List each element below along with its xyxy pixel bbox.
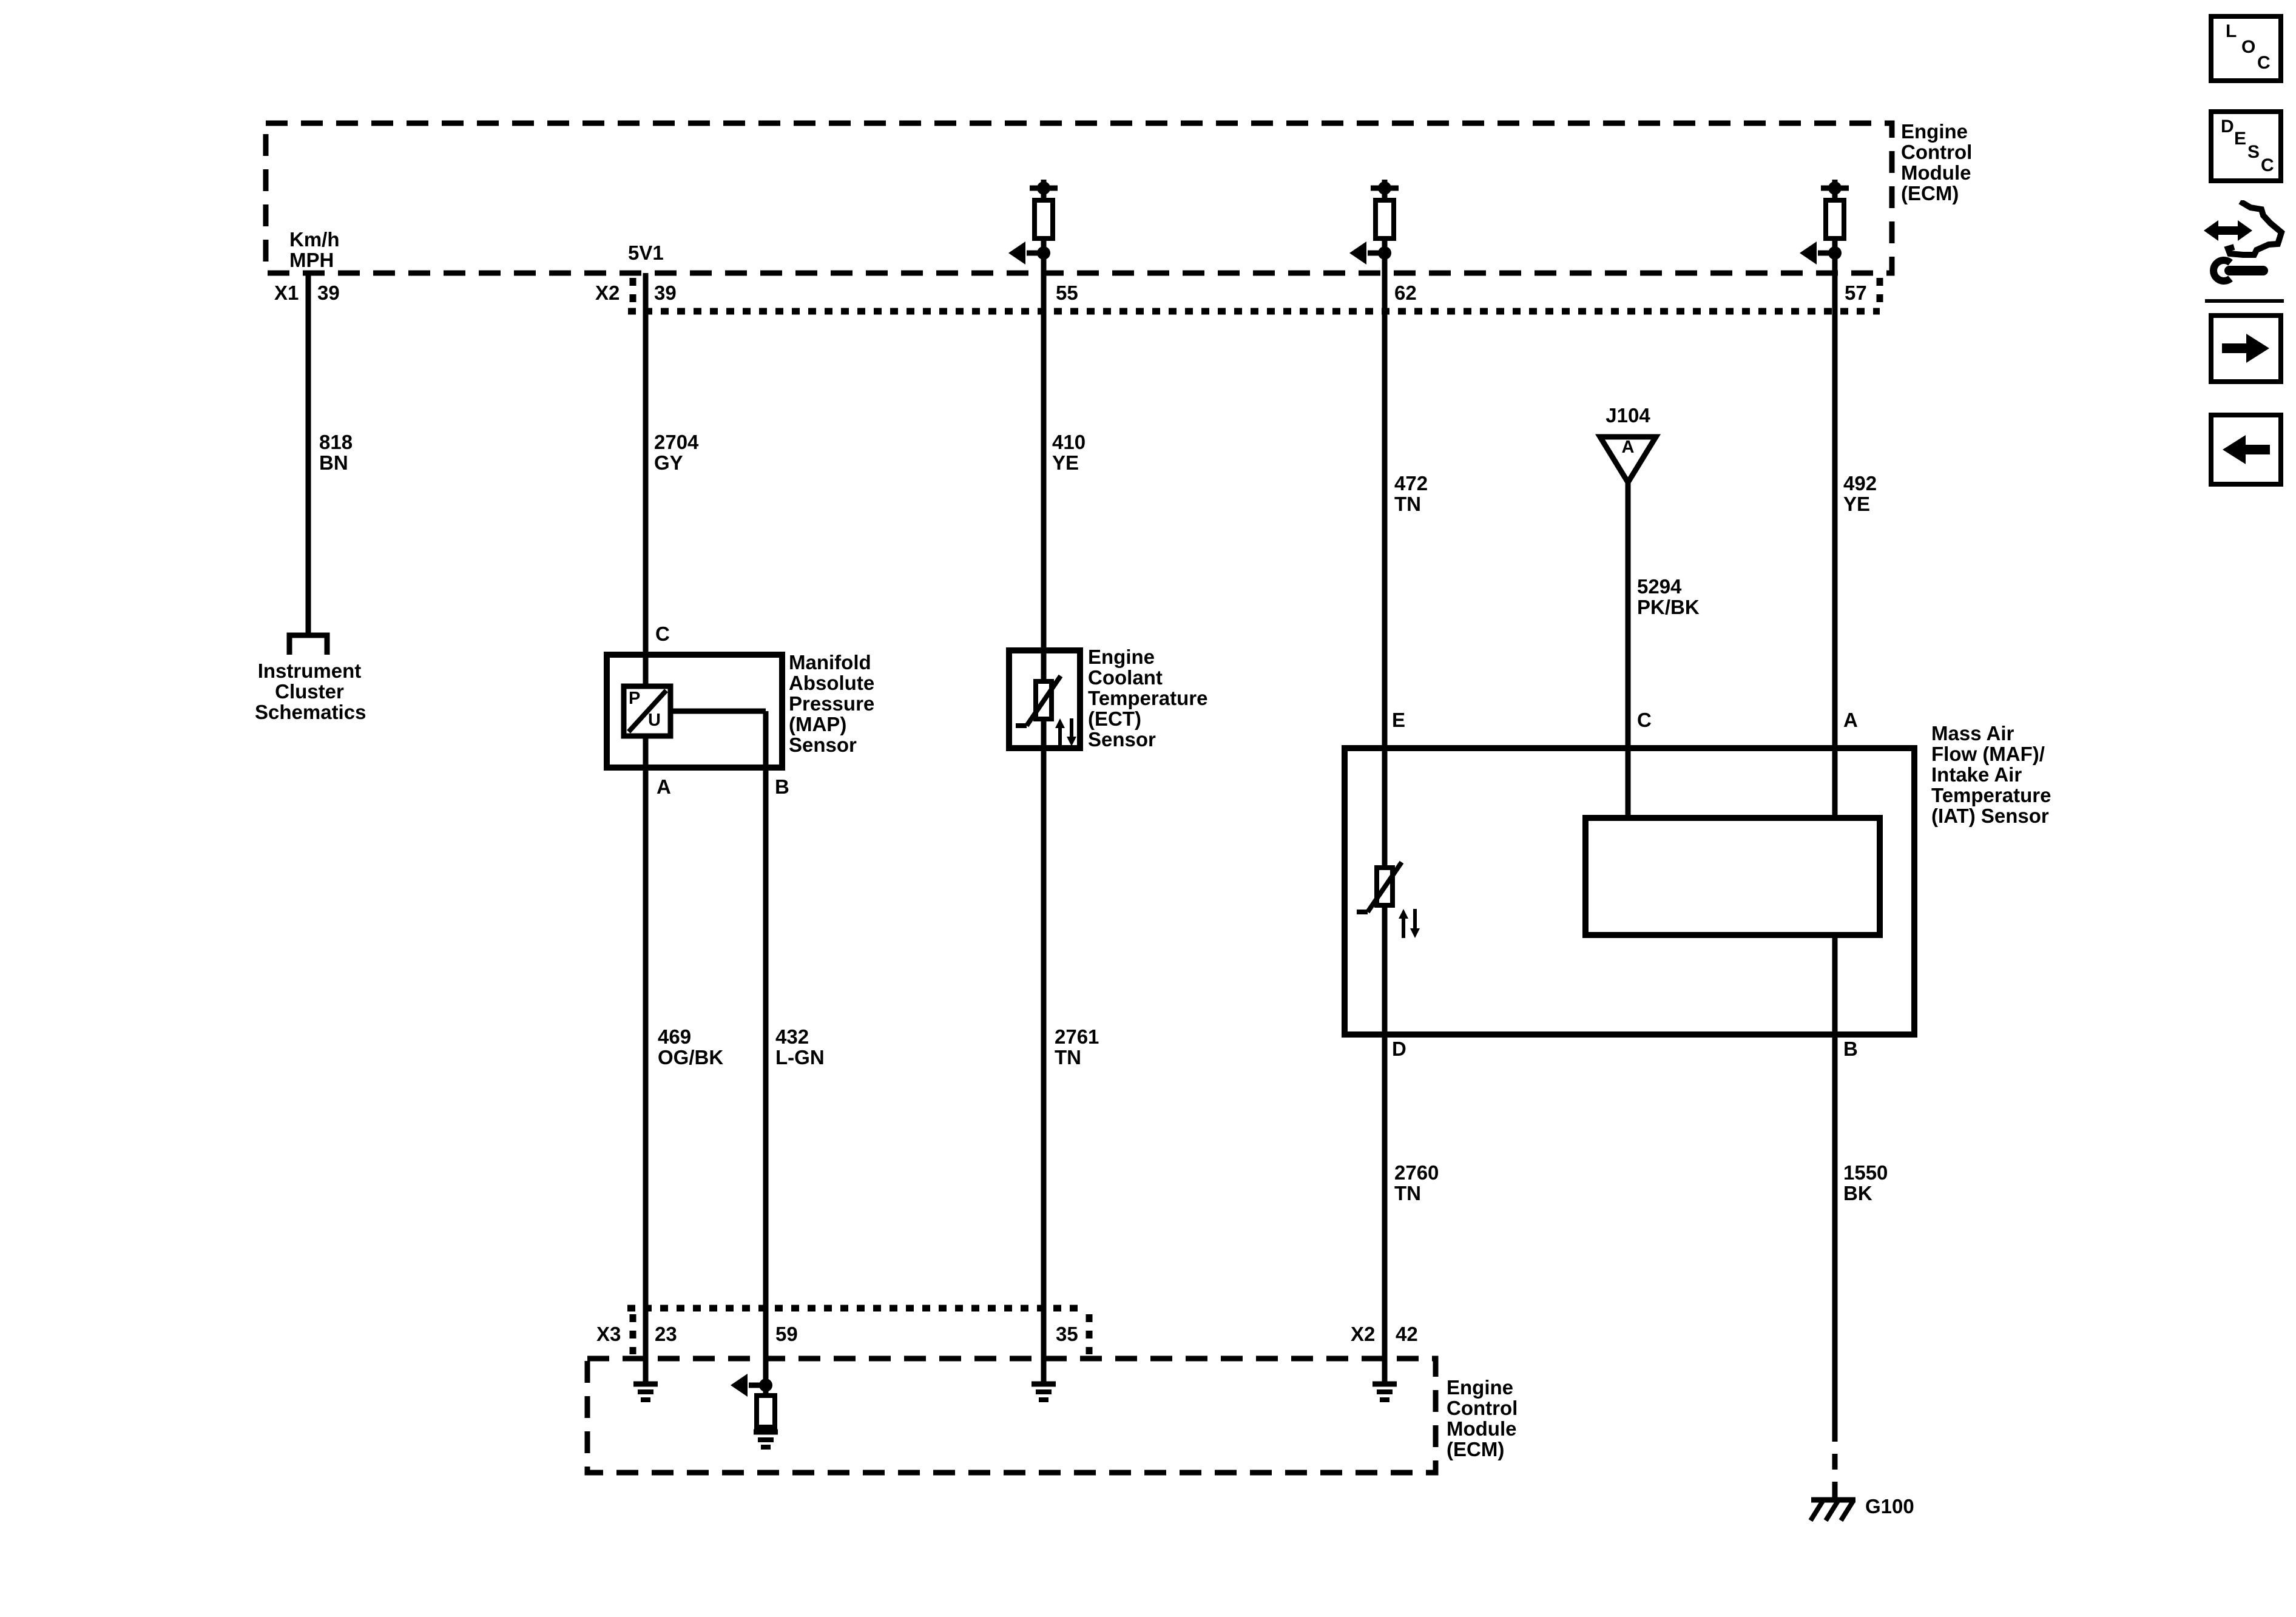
pin-x1-label: X1 [274, 282, 299, 304]
pullup-resistor-pin55 [1008, 180, 1058, 265]
wire-5294-label: 5294 PK/BK [1637, 575, 1700, 618]
ground-pin42 [1373, 1359, 1397, 1402]
car-outline [2224, 200, 2285, 258]
wire-1550-label: 1550 BK [1843, 1161, 1888, 1204]
ecm-bottom-label: Engine Control Module (ECM) [1447, 1376, 1518, 1460]
instrument-cluster-label: Instrument Cluster Schematics [255, 660, 366, 723]
ground-pin23 [633, 1359, 658, 1402]
pin-42-label: 42 [1396, 1323, 1418, 1345]
loc-letter-o: O [2241, 37, 2256, 57]
pin-x1-39-label: 39 [317, 282, 340, 304]
wire-469-label: 469 OG/BK [658, 1025, 724, 1068]
pullup-resistor-pin57 [1800, 180, 1849, 265]
ground-pin35 [1032, 1359, 1056, 1402]
ecm-top-connector-dotted [628, 278, 1883, 315]
wire-492-label: 492 YE [1843, 472, 1877, 515]
service-diagnostics-icon[interactable] [2201, 200, 2296, 305]
splice-j104-triangle [1595, 434, 1661, 488]
wire-818-label: 818 BN [319, 431, 353, 474]
wire-432-label: 432 L-GN [775, 1025, 825, 1068]
loc-button[interactable]: L O C [2209, 14, 2283, 83]
double-arrow-left-head [2204, 220, 2218, 241]
loc-letter-l: L [2226, 21, 2237, 41]
desc-button[interactable]: D E S C [2209, 109, 2283, 183]
pin-55-label: 55 [1056, 282, 1078, 304]
maf-inner-module [1582, 815, 1883, 938]
pin-23-label: 23 [655, 1323, 677, 1345]
ect-thermistor-symbol [1016, 674, 1076, 746]
maf-thermistor-symbol [1357, 860, 1420, 938]
g100-ground-symbol [1808, 1497, 1855, 1522]
ecm-bottom-connector-dotted [627, 1305, 1093, 1354]
pin-x2-label: X2 [595, 282, 620, 304]
wire-2761-label: 2761 TN [1055, 1025, 1099, 1068]
speed-signal-label: Km/h MPH [289, 228, 340, 271]
pin-62-label: 62 [1394, 282, 1417, 304]
ref-5v-label: 5V1 [628, 241, 664, 264]
pin-35-label: 35 [1056, 1323, 1078, 1345]
wire-2760-label: 2760 TN [1394, 1161, 1439, 1204]
ect-sensor-outline [1006, 647, 1083, 751]
loc-letter-c: C [2257, 53, 2271, 73]
map-sensor-label: Manifold Absolute Pressure (MAP) Sensor [789, 651, 875, 756]
ecm-top-outline [263, 120, 1895, 276]
desc-letter-c: C [2261, 155, 2274, 175]
pin-57-label: 57 [1845, 282, 1867, 304]
map-pin-b-label: B [775, 775, 789, 798]
wire-410-label: 410 YE [1052, 431, 1086, 474]
vehicle-speed-wire [286, 273, 330, 655]
pin-x2-39-label: 39 [654, 282, 677, 304]
maf-pin-d-label: D [1392, 1038, 1406, 1060]
map-sensor-outline [604, 652, 785, 771]
map-pin-a-label: A [657, 775, 671, 798]
back-arrow-icon [2223, 435, 2270, 464]
instrument-cluster-connector [286, 632, 330, 655]
maf-pin-e-label: E [1392, 709, 1406, 731]
maf-sensor-outline [1342, 745, 1917, 1038]
ecm-top-label: Engine Control Module (ECM) [1901, 120, 1973, 204]
pin-x3-label: X3 [596, 1323, 621, 1345]
pullup-resistor-pin62 [1349, 180, 1399, 265]
wire-432 [670, 708, 769, 1359]
wire-472-label: 472 TN [1394, 472, 1428, 515]
forward-button[interactable] [2209, 313, 2283, 384]
resistor-pin59 [731, 1359, 778, 1450]
maf-sensor-label: Mass Air Flow (MAF)/ Intake Air Temperat… [1931, 722, 2051, 827]
double-arrow-right-head [2238, 220, 2252, 241]
splice-cavity-label: A [1621, 437, 1635, 457]
forward-arrow-icon [2222, 334, 2269, 363]
desc-letter-s: S [2247, 142, 2260, 162]
desc-letter-d: D [2221, 116, 2234, 137]
map-pin-c-label: C [655, 623, 670, 645]
pin-x2b-label: X2 [1351, 1323, 1376, 1345]
wire-2704-label: 2704 GY [654, 431, 699, 474]
wrench-jaw [2210, 257, 2233, 285]
maf-pin-a-label: A [1843, 709, 1858, 731]
desc-letter-e: E [2234, 129, 2247, 149]
back-button[interactable] [2209, 413, 2283, 487]
ecm-bottom-outline [584, 1355, 1439, 1476]
g100-label: G100 [1865, 1495, 1914, 1517]
maf-pin-b-label: B [1843, 1038, 1858, 1060]
pin-59-label: 59 [775, 1323, 798, 1345]
maf-pin-c-label: C [1637, 709, 1652, 731]
ect-sensor-label: Engine Coolant Temperature (ECT) Sensor [1088, 646, 1208, 751]
map-symbol-u: U [648, 711, 661, 730]
splice-j104-label: J104 [1606, 404, 1650, 427]
map-symbol-p: P [629, 689, 641, 708]
